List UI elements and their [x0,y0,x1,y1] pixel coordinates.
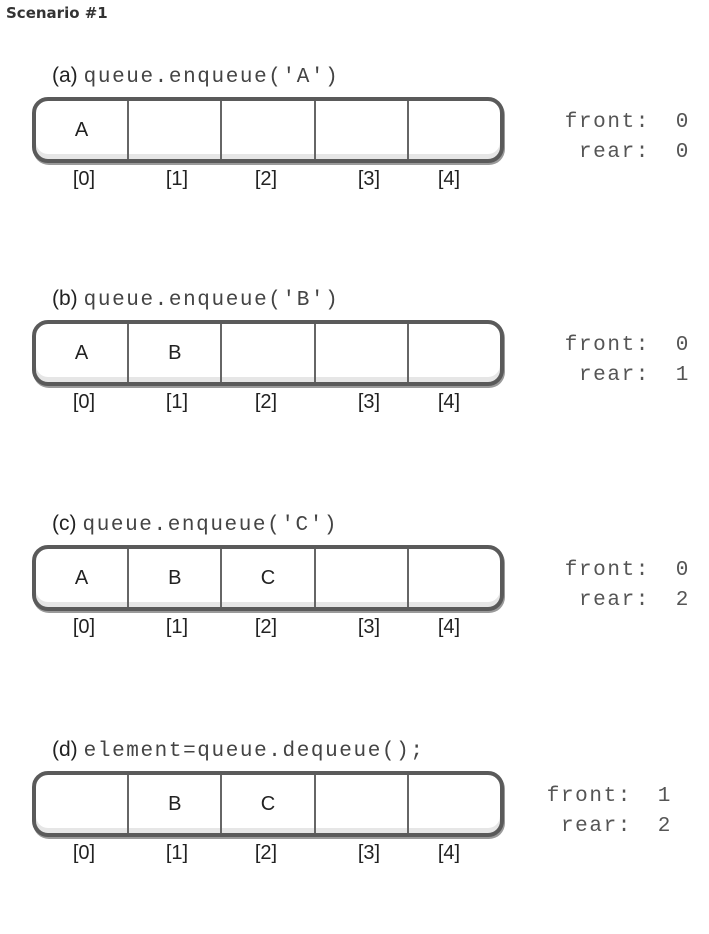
front-pointer: front: 0 [470,108,690,138]
array-index-2: [2] [254,616,278,638]
rear-pointer: rear: 2 [452,812,672,842]
array-index-0: [0] [72,616,96,638]
front-pointer: front: 0 [470,556,690,586]
step-a: (a)queue.enqueue('A') A [0] [1] [2] [3] … [0,60,709,260]
array-index-1: [1] [165,616,189,638]
array-cell-2 [222,101,316,159]
rear-label: rear: [578,364,650,387]
array-index-2: [2] [254,168,278,190]
step-d: (d)element=queue.dequeue(); B C [0] [1] … [0,734,709,934]
step-caption: (a)queue.enqueue('A') [52,60,339,92]
array-cell-1 [129,101,223,159]
step-tag: (c) [52,512,77,535]
array-index-2: [2] [254,842,278,864]
array-index-0: [0] [72,842,96,864]
array-index-1: [1] [165,391,189,413]
array-index-4: [4] [437,391,461,413]
step-b: (b)queue.enqueue('B') A B [0] [1] [2] [3… [0,283,709,483]
array-cell-1: B [129,324,223,382]
array-indices: [0] [1] [2] [3] [4] [32,168,504,196]
queue-array: A B [32,320,504,386]
array-cell-3 [316,101,409,159]
front-value: 0 [675,111,690,134]
array-cell-0: A [36,549,130,607]
queue-pointers: front: 0 rear: 2 [470,556,690,616]
array-index-4: [4] [437,842,461,864]
step-code: element=queue.dequeue(); [83,740,425,763]
array-cell-2: C [222,775,316,833]
array-index-0: [0] [72,391,96,413]
step-c: (c)queue.enqueue('C') A B C [0] [1] [2] … [0,508,709,708]
array-index-0: [0] [72,168,96,190]
step-caption: (d)element=queue.dequeue(); [52,734,425,766]
queue-pointers: front: 0 rear: 0 [470,108,690,168]
rear-pointer: rear: 1 [470,361,690,391]
array-cell-1: B [129,775,223,833]
step-code: queue.enqueue('A') [83,66,340,89]
rear-value: 0 [675,141,690,164]
rear-value: 1 [675,364,690,387]
rear-label: rear: [578,589,650,612]
queue-array: A [32,97,504,163]
array-index-4: [4] [437,168,461,190]
array-indices: [0] [1] [2] [3] [4] [32,616,504,644]
array-cell-0 [36,775,130,833]
step-caption: (b)queue.enqueue('B') [52,283,339,315]
front-label: front: [564,334,650,357]
array-indices: [0] [1] [2] [3] [4] [32,391,504,419]
array-cell-1: B [129,549,223,607]
step-code: queue.enqueue('B') [83,289,340,312]
rear-pointer: rear: 2 [470,586,690,616]
front-value: 0 [675,559,690,582]
queue-pointers: front: 1 rear: 2 [452,782,672,842]
array-index-3: [3] [357,168,381,190]
array-cell-3 [316,324,409,382]
rear-pointer: rear: 0 [470,138,690,168]
array-index-2: [2] [254,391,278,413]
queue-array: A B C [32,545,504,611]
array-index-1: [1] [165,842,189,864]
step-tag: (d) [52,738,78,761]
array-index-4: [4] [437,616,461,638]
rear-value: 2 [657,815,672,838]
rear-label: rear: [560,815,632,838]
front-label: front: [546,785,632,808]
front-label: front: [564,559,650,582]
front-pointer: front: 1 [452,782,672,812]
queue-array: B C [32,771,504,837]
array-cell-2: C [222,549,316,607]
rear-label: rear: [578,141,650,164]
array-cell-0: A [36,324,130,382]
front-value: 0 [675,334,690,357]
array-cell-3 [316,775,409,833]
front-value: 1 [657,785,672,808]
array-cell-3 [316,549,409,607]
step-caption: (c)queue.enqueue('C') [52,508,338,540]
array-index-3: [3] [357,616,381,638]
array-indices: [0] [1] [2] [3] [4] [32,842,504,870]
array-cell-2 [222,324,316,382]
step-code: queue.enqueue('C') [82,514,339,537]
array-index-3: [3] [357,391,381,413]
array-index-1: [1] [165,168,189,190]
front-label: front: [564,111,650,134]
scenario-heading: Scenario #1 [6,4,108,22]
queue-pointers: front: 0 rear: 1 [470,331,690,391]
array-index-3: [3] [357,842,381,864]
step-tag: (b) [52,287,78,310]
array-cell-0: A [36,101,130,159]
step-tag: (a) [52,64,78,87]
front-pointer: front: 0 [470,331,690,361]
rear-value: 2 [675,589,690,612]
